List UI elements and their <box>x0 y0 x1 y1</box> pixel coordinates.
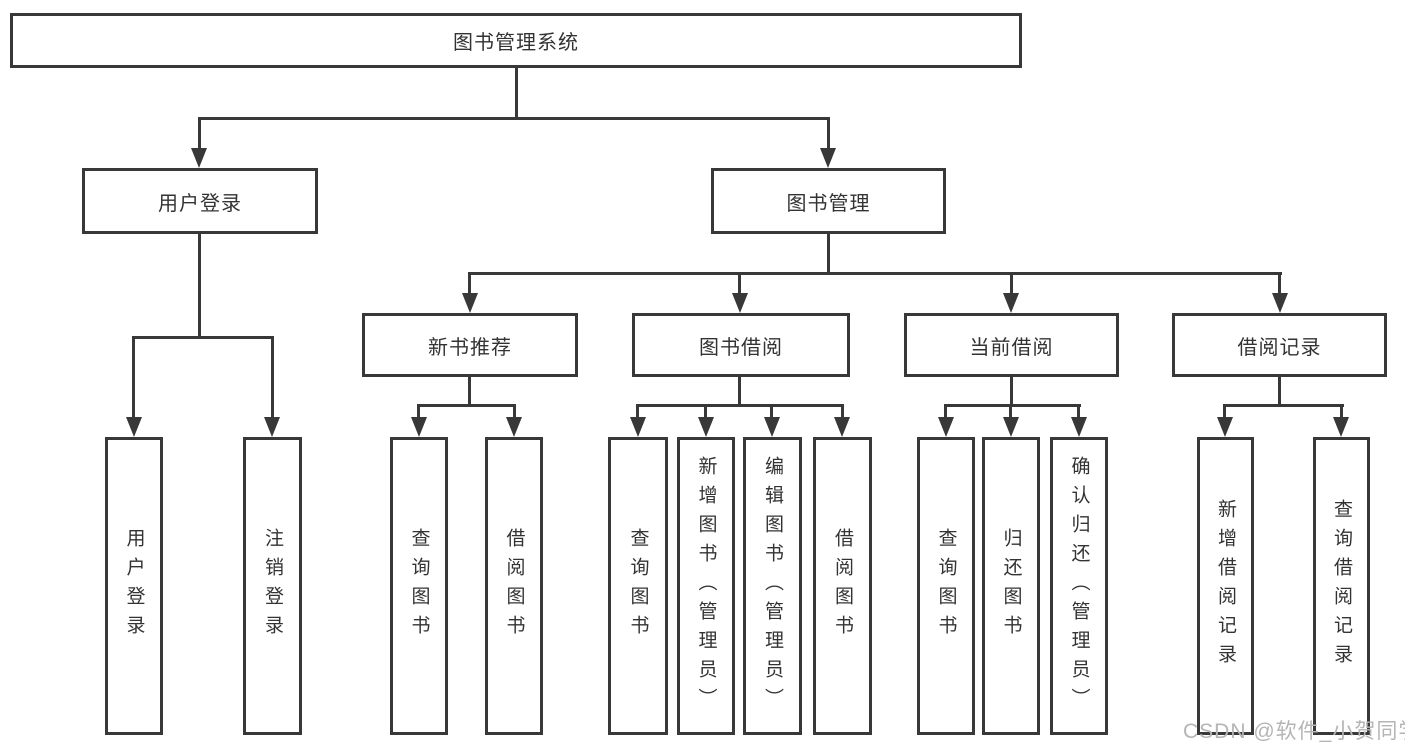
node-new-book-recommendation-label: 新书推荐 <box>428 336 512 359</box>
node-borrow-books-borrowing: 借阅图书 <box>813 437 872 735</box>
node-borrowing-records-label: 借阅记录 <box>1237 336 1322 359</box>
node-library-system: 图书管理系统 <box>10 13 1022 68</box>
node-query-borrow-record-label: 查询借阅记录 <box>1331 499 1352 673</box>
node-current-borrowing: 当前借阅 <box>904 313 1119 377</box>
node-confirm-return-admin: 确认归还（管理员） <box>1050 437 1108 735</box>
node-logout-leaf: 注销登录 <box>243 437 302 735</box>
node-book-management-label: 图书管理 <box>786 192 871 215</box>
node-add-borrow-record-label: 新增借阅记录 <box>1215 499 1236 673</box>
node-add-books-admin-label: 新增图书（管理员） <box>695 455 717 717</box>
connector-user-login-horizontal <box>132 336 274 339</box>
node-user-login-label: 用户登录 <box>158 192 242 215</box>
connector-new-book-drop2 <box>513 404 516 419</box>
connector-arrow-new-book <box>462 293 478 313</box>
connector-records-drop2 <box>1340 404 1343 419</box>
connector-new-book-horizontal <box>417 404 516 407</box>
node-user-login-leaf-label: 用户登录 <box>123 528 145 644</box>
node-user-login-leaf: 用户登录 <box>105 437 163 735</box>
connector-book-management-stem <box>827 232 830 275</box>
node-add-books-admin: 新增图书（管理员） <box>677 437 735 735</box>
node-return-books: 归还图书 <box>982 437 1040 735</box>
connector-arrow-add-books <box>698 417 714 437</box>
connector-borrowing-horizontal <box>636 404 844 407</box>
connector-level1-horizontal <box>198 117 830 120</box>
node-add-borrow-record: 新增借阅记录 <box>1197 437 1254 735</box>
connector-drop-book-borrowing <box>738 272 741 294</box>
connector-drop-user-login <box>198 117 201 149</box>
node-borrowing-records: 借阅记录 <box>1172 313 1387 377</box>
connector-arrow-borrow-books-1 <box>506 417 522 437</box>
connector-drop-user-login-leaf <box>132 336 135 418</box>
node-query-books-recommend: 查询图书 <box>390 437 448 735</box>
connector-arrow-query-books-2 <box>630 417 646 437</box>
connector-arrow-query-books-1 <box>411 417 427 437</box>
node-query-books-current-label: 查询图书 <box>935 528 957 644</box>
node-borrow-books-borrowing-label: 借阅图书 <box>832 528 853 644</box>
connector-current-stem <box>1010 375 1013 406</box>
node-edit-books-admin-label: 编辑图书（管理员） <box>762 455 783 717</box>
node-edit-books-admin: 编辑图书（管理员） <box>743 437 802 735</box>
connector-drop-new-book <box>468 272 471 294</box>
connector-current-drop1 <box>944 404 947 419</box>
connector-borrowing-drop4 <box>841 404 844 419</box>
node-book-management: 图书管理 <box>711 168 946 234</box>
connector-arrow-user-login-leaf <box>126 417 142 437</box>
connector-drop-book-management <box>827 117 830 149</box>
node-user-login: 用户登录 <box>82 168 318 234</box>
connector-level3-horizontal <box>468 272 1282 275</box>
connector-records-drop1 <box>1223 404 1226 419</box>
node-query-books-borrowing-label: 查询图书 <box>627 528 649 644</box>
node-book-borrowing-label: 图书借阅 <box>699 336 783 359</box>
node-new-book-recommendation: 新书推荐 <box>362 313 578 377</box>
node-query-books-borrowing: 查询图书 <box>608 437 668 735</box>
connector-user-login-stem <box>198 233 201 338</box>
node-library-system-label: 图书管理系统 <box>453 32 579 54</box>
connector-root-stem <box>515 67 518 120</box>
connector-drop-current-borrowing <box>1010 272 1013 294</box>
connector-current-drop3 <box>1077 404 1080 419</box>
connector-records-stem <box>1278 375 1281 407</box>
connector-borrowing-drop2 <box>704 404 707 419</box>
connector-arrow-edit-books <box>764 417 780 437</box>
connector-new-book-drop1 <box>417 404 420 419</box>
node-borrow-books-recommend-label: 借阅图书 <box>503 528 525 644</box>
connector-arrow-query-record <box>1333 417 1349 437</box>
connector-arrow-book-borrowing <box>732 293 748 313</box>
node-logout-leaf-label: 注销登录 <box>262 528 283 644</box>
connector-drop-logout-leaf <box>271 336 274 418</box>
connector-borrowing-stem <box>738 375 741 407</box>
connector-borrowing-drop3 <box>770 404 773 419</box>
node-query-books-current: 查询图书 <box>917 437 975 735</box>
connector-arrow-logout-leaf <box>264 417 280 437</box>
node-borrow-books-recommend: 借阅图书 <box>485 437 543 735</box>
watermark-text: CSDN @软件_小贺同学 <box>1183 720 1405 743</box>
connector-arrow-borrowing-records <box>1272 293 1288 313</box>
connector-arrow-return-books <box>1003 417 1019 437</box>
node-query-books-recommend-label: 查询图书 <box>408 528 430 644</box>
connector-arrow-current-borrowing <box>1003 293 1019 313</box>
node-query-borrow-record: 查询借阅记录 <box>1313 437 1370 735</box>
connector-arrow-query-books-3 <box>938 417 954 437</box>
connector-arrow-confirm-return <box>1071 417 1087 437</box>
node-current-borrowing-label: 当前借阅 <box>969 336 1054 359</box>
node-return-books-label: 归还图书 <box>1000 528 1022 644</box>
node-book-borrowing: 图书借阅 <box>632 313 850 377</box>
connector-borrowing-drop1 <box>636 404 639 419</box>
connector-drop-borrowing-records <box>1278 272 1281 294</box>
connector-new-book-stem <box>468 375 471 407</box>
connector-current-horizontal <box>944 404 1081 407</box>
connector-records-horizontal <box>1223 404 1344 407</box>
connector-arrow-add-record <box>1217 417 1233 437</box>
connector-arrow-borrow-books-2 <box>834 417 850 437</box>
connector-current-drop2 <box>1009 404 1012 419</box>
connector-arrow-book-management <box>820 148 836 168</box>
node-confirm-return-admin-label: 确认归还（管理员） <box>1068 455 1090 717</box>
connector-arrow-user-login <box>191 148 207 168</box>
